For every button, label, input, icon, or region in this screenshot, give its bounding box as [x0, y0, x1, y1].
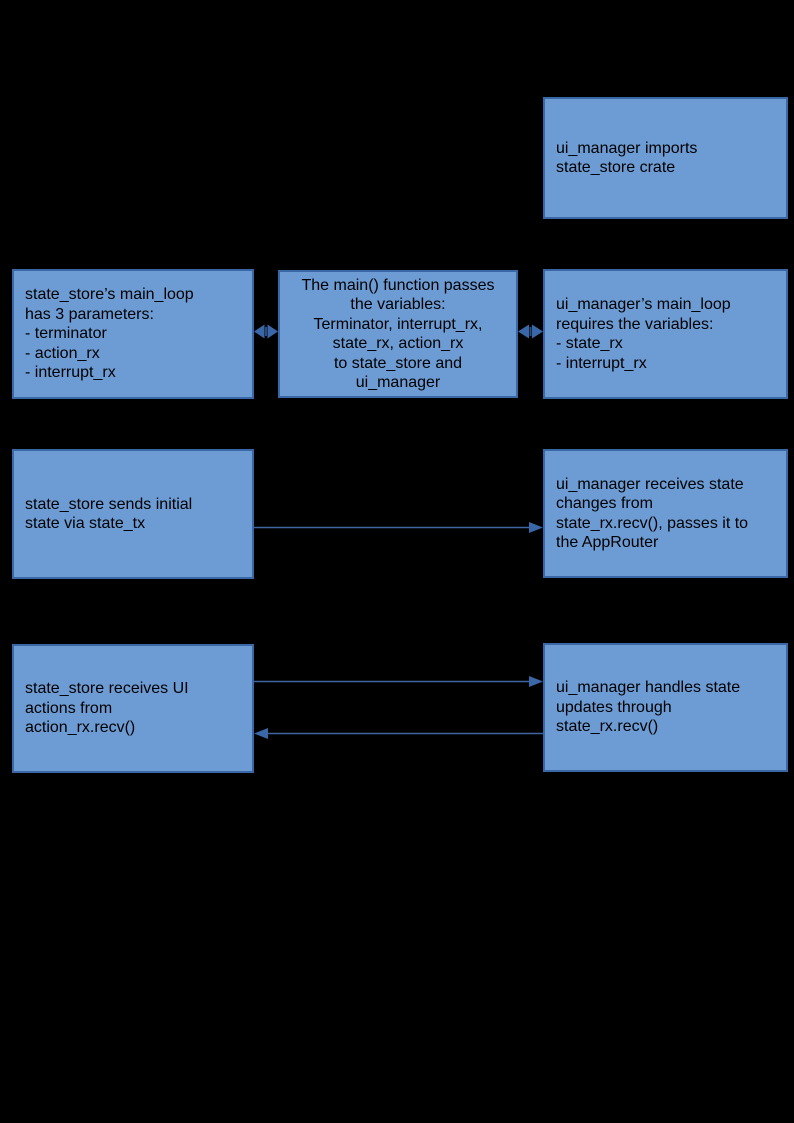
box-text-ui-manager-handles-state: ui_manager handles state updates through…: [556, 679, 741, 736]
box-state-store-main-loop: state_store’s main_loop has 3 parameters…: [12, 269, 254, 399]
box-ui-manager-main-loop: ui_manager’s main_loop requires the vari…: [543, 269, 788, 399]
box-ui-manager-handles-state: ui_manager handles state updates through…: [543, 643, 788, 772]
box-text-ui-manager-imports: ui_manager imports state_store crate: [556, 139, 698, 177]
left-arrow-updates: [254, 728, 543, 739]
bidirectional-arrow-icon: [254, 324, 278, 339]
box-text-state-store-receives-ui: state_store receives UI actions from act…: [25, 680, 189, 737]
bidirectional-arrow-icon: [518, 324, 543, 339]
box-text-main-function-passes: The main() function passes the variables…: [301, 276, 495, 392]
right-arrow-state-tx: [254, 522, 543, 533]
box-text-ui-manager-receives-state: ui_manager receives state changes from s…: [556, 475, 749, 552]
box-state-store-receives-ui: state_store receives UI actions from act…: [12, 644, 254, 773]
box-text-ui-manager-main-loop: ui_manager’s main_loop requires the vari…: [556, 296, 731, 372]
box-text-state-store-sends-initial: state_store sends initial state via stat…: [25, 495, 193, 533]
box-ui-manager-receives-state: ui_manager receives state changes from s…: [543, 449, 788, 578]
box-text-state-store-main-loop: state_store’s main_loop has 3 parameters…: [25, 286, 194, 382]
box-main-function-passes: The main() function passes the variables…: [278, 270, 518, 398]
box-state-store-sends-initial: state_store sends initial state via stat…: [12, 449, 254, 579]
box-ui-manager-imports: ui_manager imports state_store crate: [543, 97, 788, 219]
right-arrow-actions: [254, 676, 543, 687]
